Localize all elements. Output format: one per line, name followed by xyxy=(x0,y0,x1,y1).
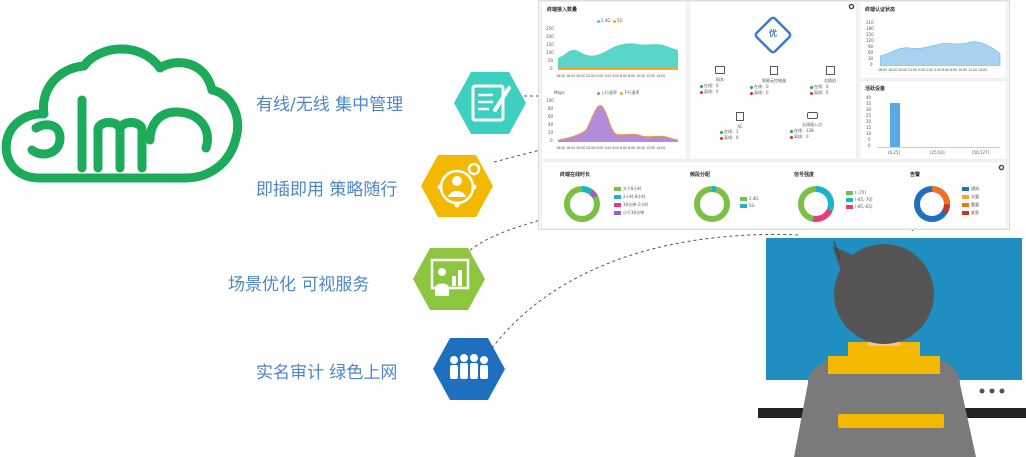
feature-label-visual-service: 场景优化 可视服务 xyxy=(228,275,370,295)
ac-icon xyxy=(736,112,744,121)
access-y-tick: 100 xyxy=(546,50,554,55)
controller-icon xyxy=(770,66,778,75)
hex-management xyxy=(453,70,527,136)
rate-y-tick: 40 xyxy=(548,122,554,127)
auth-y-tick: 0 xyxy=(870,62,873,67)
axis-line xyxy=(878,147,1000,148)
auth-area-chart xyxy=(880,41,1001,66)
rate-y-tick: 80 xyxy=(548,106,554,111)
health-badge-label: 优 xyxy=(769,29,777,38)
presentation-icon xyxy=(430,258,470,296)
settings-gear-icon[interactable] xyxy=(998,164,1005,171)
form-edit-icon xyxy=(471,84,511,122)
auth-y-tick: 150 xyxy=(866,32,874,37)
rate-x-ticks: 16:00 18:00 20:00 22:00 0:00 2:00 4:00 6… xyxy=(556,146,666,150)
access-y-tick: 50 xyxy=(548,58,554,63)
access-title: 终端接入数量 xyxy=(547,7,578,13)
alarm-legend: 通知 次要 重要 紧急 xyxy=(962,186,979,216)
band-donut xyxy=(694,186,730,222)
network-user-icon xyxy=(437,162,481,208)
access-y-tick: 250 xyxy=(546,26,554,31)
online-duration-legend: 大于8小时 2小时-8小时 30分钟-2小时 小于30分钟 xyxy=(614,186,648,216)
active-y-tick: 10 xyxy=(866,131,872,136)
dashboard: 终端接入数量 2.4G 5G 250 200 150 100 50 0 16:0… xyxy=(538,0,1010,230)
active-y-tick: 35 xyxy=(866,101,872,106)
health-badge xyxy=(754,16,792,54)
access-y-tick: 150 xyxy=(546,42,554,47)
auth-y-tick: 120 xyxy=(866,38,874,43)
cloud-logo xyxy=(1,44,243,183)
active-y-tick: 20 xyxy=(866,119,872,124)
feature-label-audit: 实名审计 绿色上网 xyxy=(256,363,398,383)
auth-y-tick: 30 xyxy=(868,56,874,61)
device-gateway[interactable]: 网关 在线：0 离线：0 xyxy=(700,66,740,95)
active-y-tick: 40 xyxy=(866,95,872,100)
panel-auth: 终端认证状态 210 180 150 120 90 60 30 0 16:00 … xyxy=(859,1,1007,79)
rate-y-tick: 60 xyxy=(548,114,554,119)
online-duration-donut xyxy=(564,186,600,222)
band-title: 频段分配 xyxy=(690,172,711,178)
auth-x-ticks: 16:00 18:00 20:00 22:00 0:00 2:00 4:00 6… xyxy=(878,68,988,72)
panel-access: 终端接入数量 2.4G 5G 250 200 150 100 50 0 16:0… xyxy=(541,1,687,160)
device-cloud-controller[interactable]: 智能云控制器 在线：0 离线：0 xyxy=(750,66,798,96)
switch-icon xyxy=(825,66,835,75)
alarm-title: 告警 xyxy=(910,172,921,178)
signal-donut xyxy=(798,186,834,222)
active-y-tick: 30 xyxy=(866,107,872,112)
device-ac[interactable]: AC 在线：1 离线：0 xyxy=(720,112,760,141)
auth-y-tick: 90 xyxy=(868,44,874,49)
device-access-point[interactable]: 无线接入点 在线：138 离线：0 xyxy=(790,112,834,140)
active-x-tick: (25,50] xyxy=(930,150,945,155)
auth-y-tick: 60 xyxy=(868,50,874,55)
rate-unit: Mbps xyxy=(554,90,565,95)
online-duration-title: 终端在线时长 xyxy=(560,172,591,178)
access-area-chart xyxy=(558,43,678,70)
hex-visual-service xyxy=(412,246,486,312)
signal-legend: (-,70] (-85,-70] (-85,-65] xyxy=(846,190,872,209)
feature-label-management: 有线/无线 集中管理 xyxy=(256,95,404,115)
alarm-donut xyxy=(914,186,950,222)
feature-label-plug-and-play: 即插即用 策略随行 xyxy=(256,180,398,200)
access-point-icon xyxy=(806,112,818,119)
access-y-tick: 0 xyxy=(550,66,553,71)
hex-plug-and-play xyxy=(420,153,494,219)
router-icon xyxy=(715,66,725,74)
rate-y-tick: 20 xyxy=(548,130,554,135)
panel-active: 活跃设备 40 35 30 25 20 15 10 5 0 (0,25] (25… xyxy=(859,80,1007,160)
person-at-monitor-illustration xyxy=(758,238,1026,457)
settings-gear-icon[interactable] xyxy=(848,3,855,10)
rate-legend: 上行速率 下行速率 xyxy=(597,90,640,96)
active-x-tick: (0,25] xyxy=(888,150,901,155)
panel-donuts: 终端在线时长 大于8小时 2小时-8小时 30分钟-2小时 小于30分钟 频段分… xyxy=(541,161,1007,229)
access-y-tick: 200 xyxy=(546,34,554,39)
auth-y-tick: 210 xyxy=(866,20,874,25)
band-legend: 2.4G 5G xyxy=(740,196,758,208)
group-users-icon xyxy=(450,354,488,379)
rate-y-tick: 100 xyxy=(546,98,554,103)
rate-area-chart xyxy=(558,105,679,142)
active-y-tick: 5 xyxy=(868,137,871,142)
active-bar xyxy=(890,103,900,147)
auth-y-tick: 180 xyxy=(866,26,874,31)
panel-topology: 优 网关 在线：0 离线：0 智能云控制器 在线：0 离线：0 交换机 在线：0… xyxy=(689,1,857,160)
active-x-tick: (50,127] xyxy=(972,150,990,155)
active-title: 活跃设备 xyxy=(865,86,886,92)
active-y-tick: 0 xyxy=(868,143,871,148)
access-x-ticks: 16:00 18:00 20:00 22:00 0:00 2:00 4:00 6… xyxy=(556,74,666,78)
active-y-tick: 25 xyxy=(866,113,872,118)
device-switch[interactable]: 交换机 在线：0 离线：0 xyxy=(810,66,850,96)
active-y-tick: 15 xyxy=(866,125,872,130)
access-legend: 2.4G 5G xyxy=(597,18,623,23)
signal-title: 信号强度 xyxy=(794,172,815,178)
rate-y-tick: 0 xyxy=(550,138,553,143)
hex-audit xyxy=(432,336,506,402)
auth-title: 终端认证状态 xyxy=(865,7,896,13)
